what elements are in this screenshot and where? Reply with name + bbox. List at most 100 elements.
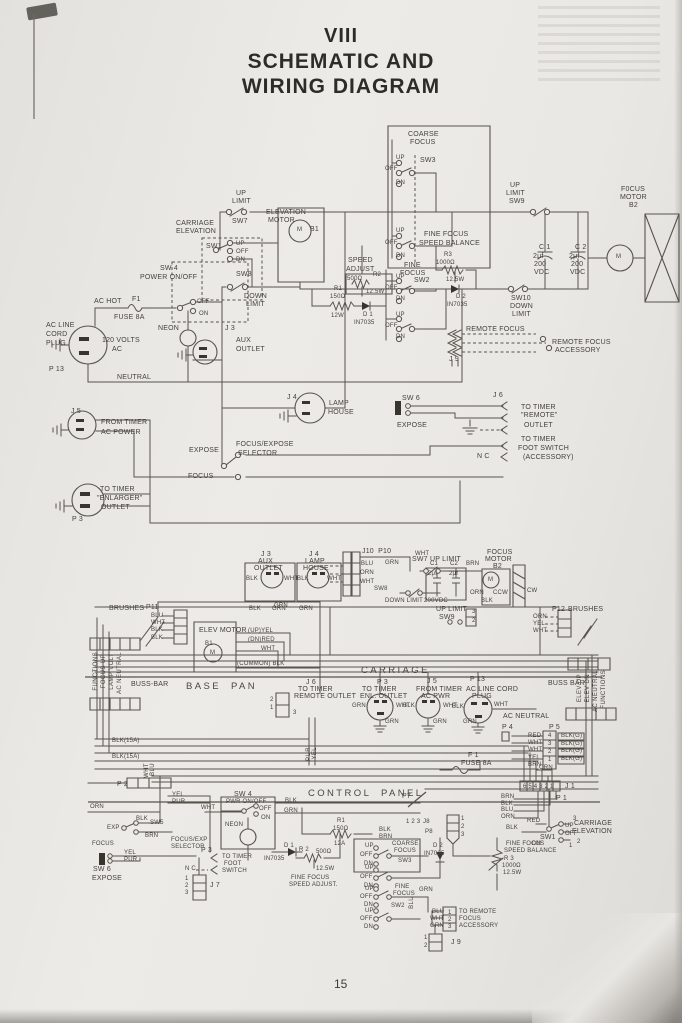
wiring-label: ELEV DN <box>585 674 591 703</box>
wiring-label: P12 <box>552 606 566 613</box>
wiring-label: OUTLET <box>254 565 283 572</box>
schematic-label: OUTLET <box>101 504 130 511</box>
wiring-label: FINE <box>395 884 410 890</box>
schematic-label: UP <box>396 274 405 280</box>
fuse-symbol <box>127 304 143 312</box>
wiring-label: OFF <box>360 894 373 900</box>
wiring-label: WHT <box>430 916 445 922</box>
focus-motor-circle-b <box>482 571 500 589</box>
page-edge-line <box>33 14 35 119</box>
wiring-label: 500Ω <box>316 849 332 855</box>
wiring-label: BLK(15A) <box>112 738 140 744</box>
schematic-label: FOCUS <box>400 270 426 277</box>
bottom-wiring-linework <box>85 551 617 952</box>
wiring-fuse <box>451 766 469 774</box>
schematic-label: PLUG <box>46 340 66 347</box>
wiring-label: 4 <box>548 733 552 739</box>
schematic-label: LIMIT <box>506 190 525 197</box>
wiring-label: J 9 <box>451 939 461 946</box>
wiring-label: WHT <box>415 551 430 557</box>
wiring-label: B1 <box>205 641 213 647</box>
wiring-label: (UP)YEL <box>248 628 274 634</box>
wiring-label: FUNCTIONS <box>601 670 607 709</box>
wiring-label: DN <box>364 861 374 867</box>
schematic-label: SPEED <box>348 257 373 264</box>
schematic-label: EXPOSE <box>397 422 427 429</box>
wiring-label: 3 <box>573 816 577 822</box>
wiring-label: 3 <box>293 710 297 716</box>
wiring-label: RED <box>528 733 542 739</box>
schematic-label: 150Ω <box>330 294 346 300</box>
wiring-label: ORN <box>90 804 104 810</box>
schematic-label: ELEVATION <box>266 209 307 216</box>
schematic-label: D 1 <box>363 312 373 318</box>
wiring-label: FUSE 8A <box>461 760 492 767</box>
elevation-motor-circle <box>288 219 312 243</box>
schematic-label: EXPOSE <box>189 447 219 454</box>
wiring-label: BLK(15A) <box>112 754 140 760</box>
wiring-label: BLK <box>136 816 148 822</box>
wiring-label: P11 <box>146 604 159 611</box>
schematic-label: OFF <box>236 249 249 255</box>
enl-outlet-plug-b <box>366 693 394 721</box>
schematic-label: FROM TIMER <box>101 419 148 426</box>
wiring-label: FOCUS <box>394 848 416 854</box>
schematic-label: C 2 <box>575 244 587 251</box>
wiring-label: AUX <box>258 558 273 565</box>
schematic-label: ACCESSORY <box>555 347 601 354</box>
wiring-label: BRN <box>501 794 515 800</box>
schematic-label: ELEVATION <box>176 228 217 235</box>
wiring-label: WHT <box>360 579 375 585</box>
schematic-label: 12W <box>331 313 344 319</box>
wiring-label: SWITCH <box>222 868 247 874</box>
wiring-label: WHT <box>201 805 216 811</box>
schematic-label: N C <box>477 453 490 460</box>
wiring-label: BLK(G) <box>561 748 583 754</box>
wiring-label: P7 <box>402 793 411 800</box>
wiring-label: NEON <box>225 822 244 828</box>
brush-arrows <box>139 616 598 875</box>
wiring-label: EXP <box>107 825 120 831</box>
wiring-label: 1 <box>448 910 452 916</box>
wiring-label: FINE FOCUS <box>506 841 545 847</box>
schematic-label: P 3 <box>72 516 83 523</box>
schematic-label: P 13 <box>49 366 65 373</box>
schematic-label: UP <box>236 190 247 197</box>
schematic-label: MOTOR <box>620 194 647 201</box>
wiring-label: COARSE <box>392 841 419 847</box>
page-title-line2: WIRING DIAGRAM <box>241 75 441 98</box>
wiring-label: CONTROL PANEL <box>308 788 424 799</box>
schematic-label: 1000Ω <box>436 260 455 266</box>
wiring-label: 200VDC <box>424 598 448 604</box>
wiring-label: 2μf <box>428 571 438 577</box>
schematic-label: OFF <box>197 299 210 305</box>
wiring-label: PUR <box>124 857 138 863</box>
wiring-label: 1 <box>185 876 189 882</box>
schematic-label: SW7 <box>232 218 248 225</box>
schematic-label: J 6 <box>493 392 503 399</box>
wiring-label: BUSS-BAR <box>131 681 169 688</box>
wiring-label: D 2 <box>433 843 443 849</box>
neon-lamp <box>179 329 197 347</box>
schematic-label: DN <box>396 334 406 340</box>
wiring-label: BLK <box>379 827 391 833</box>
enlarger-outlet-plug <box>71 483 105 517</box>
wiring-label: CW <box>527 588 538 594</box>
wiring-label: BLK(G) <box>561 741 583 747</box>
wiring-label: SPEED BALANCE <box>504 848 557 854</box>
schematic-label: F0CUS <box>621 186 645 193</box>
wiring-label: WHT <box>528 747 543 753</box>
wiring-label: 1 <box>461 816 465 822</box>
wiring-label: R 3 <box>504 856 514 862</box>
wiring-label: ORN <box>360 570 374 576</box>
wiring-label: OFF <box>565 831 578 837</box>
wiring-label: REMOTE OUTLET <box>294 693 357 700</box>
wiring-label: FOCUS <box>459 916 481 922</box>
wiring-label: M <box>488 577 494 583</box>
wiring-label: BLK <box>506 825 518 831</box>
wiring-label: (COMMON) BLK <box>237 661 285 667</box>
wiring-label: BRUSHES <box>109 605 145 612</box>
wiring-label: BLK <box>285 798 297 804</box>
wiring-label: GRN <box>463 719 477 725</box>
wiring-label: BLU <box>432 909 445 915</box>
